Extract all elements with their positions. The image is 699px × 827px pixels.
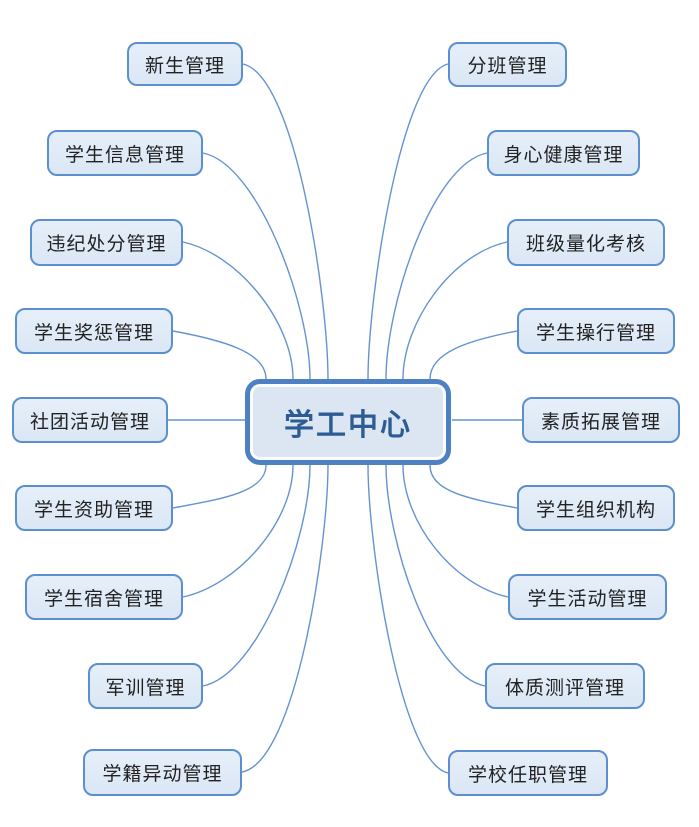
connector-reward-punishment [172,330,267,380]
connector-status-change [241,464,329,773]
node-student-reward-punishment-management[interactable]: 学生奖惩管理 [15,308,173,354]
connector-student-info [202,152,311,380]
node-health-management[interactable]: 身心健康管理 [487,130,640,176]
node-military-training-management[interactable]: 军训管理 [88,663,203,709]
node-class-assignment-management[interactable]: 分班管理 [448,42,567,87]
node-school-position-management[interactable]: 学校任职管理 [448,750,608,796]
node-class-quantitative-assessment[interactable]: 班级量化考核 [507,219,665,266]
node-student-status-change-management[interactable]: 学籍异动管理 [83,749,242,796]
node-discipline-punishment-management[interactable]: 违纪处分管理 [30,219,183,266]
connector-freshman [242,63,329,380]
connector-military-training [202,464,311,687]
node-student-aid-management[interactable]: 学生资助管理 [15,485,173,531]
node-freshman-management[interactable]: 新生管理 [127,42,243,86]
connector-student-organization [429,464,518,509]
node-student-activity-management[interactable]: 学生活动管理 [508,574,667,620]
connector-conduct [429,330,518,380]
node-student-dormitory-management[interactable]: 学生宿舍管理 [25,574,183,620]
node-quality-development-management[interactable]: 素质拓展管理 [522,397,680,443]
connector-student-activity [402,464,509,598]
connector-school-position [367,464,449,774]
node-center-student-work-center[interactable]: 学工中心 [245,379,451,465]
node-student-info-management[interactable]: 学生信息管理 [47,130,203,176]
node-student-conduct-management[interactable]: 学生操行管理 [517,308,675,354]
connector-fitness-assessment [385,464,486,687]
connector-student-aid [172,464,267,509]
node-physical-fitness-assessment-management[interactable]: 体质测评管理 [485,663,645,709]
connector-dormitory [182,464,294,598]
connector-class-assignment [367,63,449,380]
connector-class-assessment [402,241,508,380]
connector-discipline [182,241,294,380]
connector-health [385,152,488,380]
node-club-activity-management[interactable]: 社团活动管理 [12,397,168,443]
node-student-organization[interactable]: 学生组织机构 [517,485,675,531]
